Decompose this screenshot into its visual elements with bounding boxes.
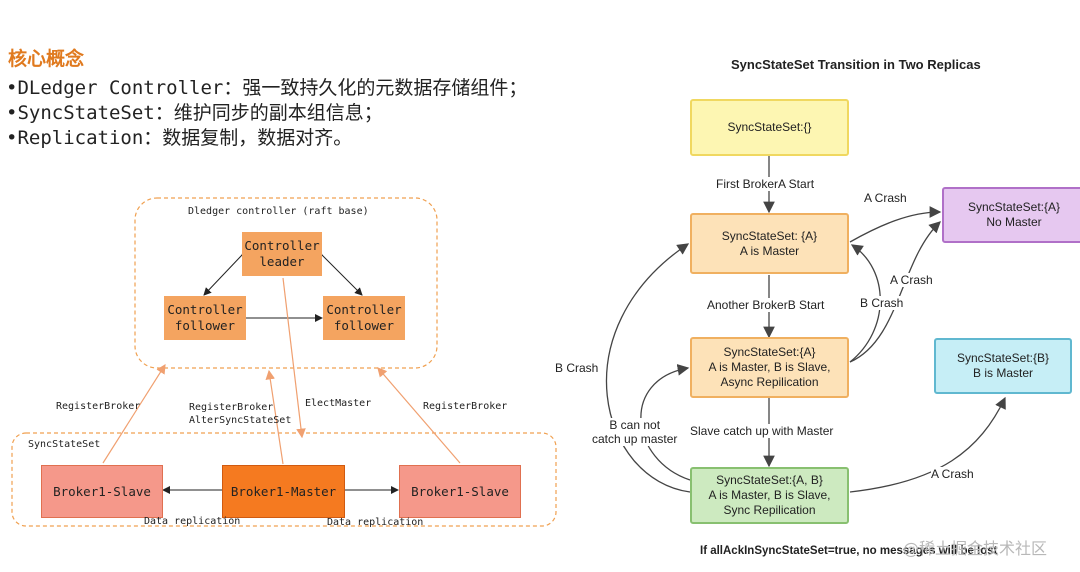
state-empty: SyncStateSet:{} <box>690 99 849 156</box>
controller-follower-left: Controller follower <box>164 296 246 340</box>
broker-slave-right: Broker1-Slave <box>399 465 521 518</box>
edge-label-catch-up: Slave catch up with Master <box>690 424 834 438</box>
edge-label-data-rep-right: Data replication <box>327 517 424 528</box>
watermark: @稀土掘金技术社区 <box>903 539 1048 558</box>
edge-label-register-left: RegisterBroker <box>56 401 141 412</box>
controller-group-border <box>134 197 438 369</box>
register-right-arrow <box>377 367 461 464</box>
edge-a-crash-1 <box>849 206 942 243</box>
state-sync: SyncStateSet:{A, B} A is Master, B is Sl… <box>690 467 849 524</box>
edge-label-a-crash-3: A Crash <box>931 467 974 481</box>
bullet-list: •DLedger Controller：强一致持久化的元数据存储组件； •Syn… <box>6 76 527 151</box>
elect-master-arrow <box>282 277 306 439</box>
edge-label-cannot-catch: B can not catch up master <box>592 418 678 446</box>
broker-slave-left: Broker1-Slave <box>41 465 163 518</box>
broker-master: Broker1-Master <box>222 465 345 518</box>
state-no-master: SyncStateSet:{A} No Master <box>942 187 1080 243</box>
leader-follower-left-arrow <box>203 247 250 296</box>
edge-b-crash-2 <box>606 243 691 493</box>
syncstateset-label: SyncStateSet <box>28 439 101 450</box>
state-a-master: SyncStateSet: {A} A is Master <box>690 213 849 274</box>
footer-note: If allAckInSyncStateSet=true, no message… <box>700 545 998 557</box>
transition-diagram-title: SyncStateSet Transition in Two Replicas <box>731 57 981 72</box>
bullet-item: •DLedger Controller：强一致持久化的元数据存储组件； <box>6 77 528 99</box>
controller-leader: Controller leader <box>242 232 322 276</box>
edge-label-b-crash-2: B Crash <box>555 361 599 375</box>
edge-label-first-start: First BrokerA Start <box>716 177 815 191</box>
register-left-arrow <box>102 363 166 464</box>
edge-label-b-crash-1: B Crash <box>860 296 904 310</box>
edge-label-a-crash-2: A Crash <box>890 273 933 287</box>
bullet-item: •SyncStateSet：维护同步的副本组信息； <box>6 102 383 124</box>
register-mid-arrow <box>265 369 284 465</box>
edge-a-crash-2 <box>849 221 941 363</box>
edge-label-elect-master: ElectMaster <box>305 398 372 409</box>
edge-label-register-mid: RegisterBroker AlterSyncStateSet <box>189 402 292 426</box>
state-async: SyncStateSet:{A} A is Master, B is Slave… <box>690 337 849 398</box>
section-heading: 核心概念 <box>8 48 85 70</box>
bullet-item: •Replication：数据复制，数据对齐。 <box>6 127 353 149</box>
state-b-master: SyncStateSet:{B} B is Master <box>934 338 1072 394</box>
edge-label-data-rep-left: Data replication <box>144 516 241 527</box>
edge-label-another-start: Another BrokerB Start <box>707 298 825 312</box>
edge-label-register-right: RegisterBroker <box>423 401 508 412</box>
edge-a-crash-3 <box>849 396 1006 493</box>
controller-follower-right: Controller follower <box>323 296 405 340</box>
leader-follower-right-arrow <box>314 247 363 296</box>
edge-label-a-crash-1: A Crash <box>864 191 907 205</box>
controller-group-label: Dledger controller (raft base) <box>188 206 369 217</box>
syncstateset-group-border <box>11 432 557 527</box>
